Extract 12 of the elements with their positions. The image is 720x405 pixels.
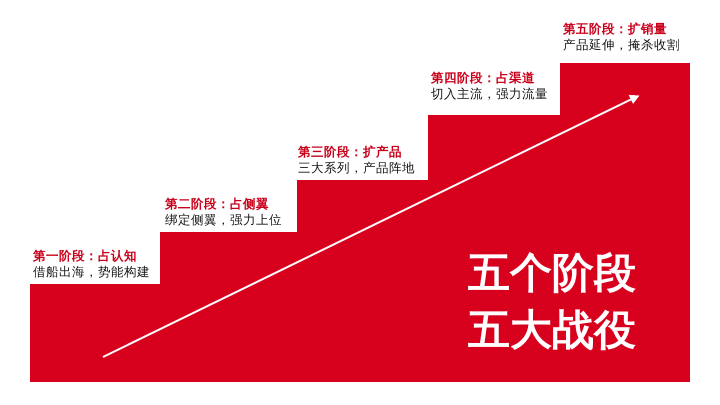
stage-heading: 第五阶段：扩销量	[563, 21, 668, 37]
stage-heading: 第一阶段：占认知	[33, 248, 138, 264]
headline-text: 五大战役	[468, 305, 636, 355]
stage-heading: 第四阶段：占渠道	[431, 70, 536, 86]
stage-description: 绑定侧翼，强力上位	[165, 212, 282, 228]
stage-heading: 第三阶段：扩产品	[298, 144, 403, 160]
stage-description: 切入主流，强力流量	[431, 86, 548, 102]
stage-description: 借船出海，势能构建	[33, 264, 150, 280]
stage-heading: 第二阶段：占侧翼	[165, 196, 270, 212]
headline-text: 五个阶段	[468, 248, 636, 298]
stage-description: 产品延伸，掩杀收割	[563, 37, 680, 53]
stage-description: 三大系列，产品阵地	[298, 160, 415, 176]
